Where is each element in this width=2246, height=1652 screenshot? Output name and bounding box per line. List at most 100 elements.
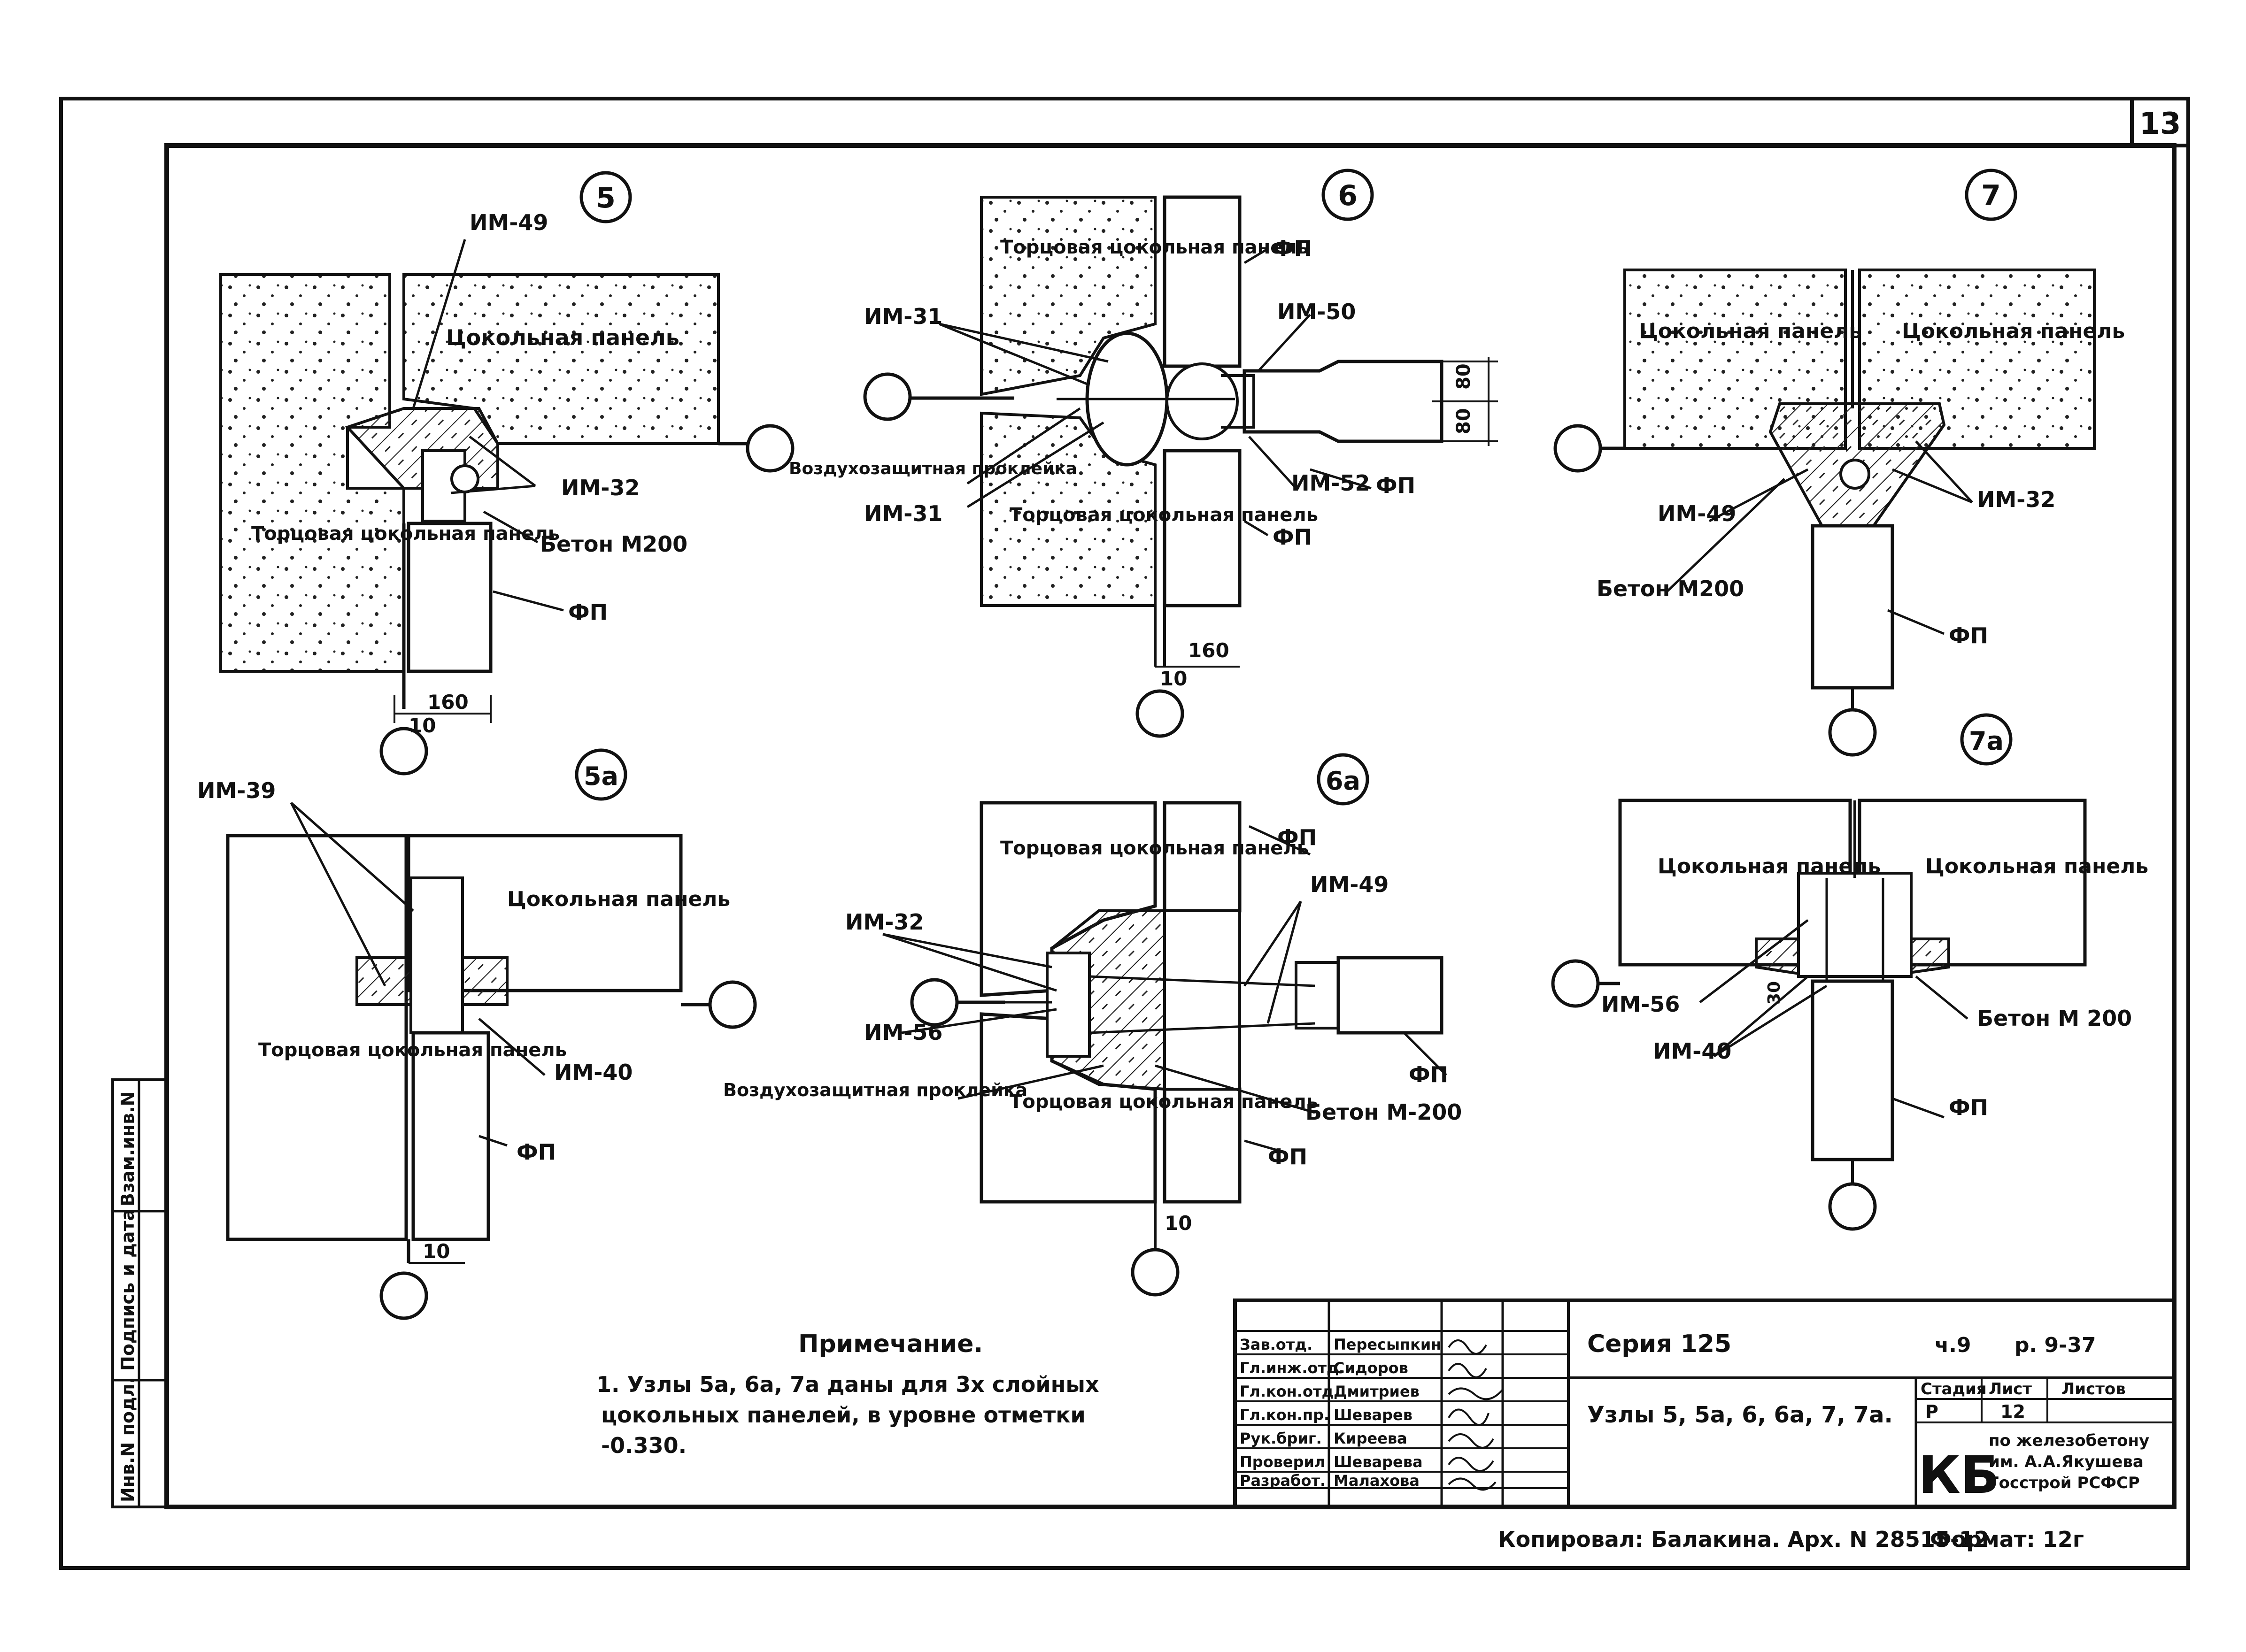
node-7a-fp-label: ФП (1949, 1095, 1988, 1120)
note-line-3: -0.330. (601, 1433, 687, 1458)
node-5-end-panel-label: Торцовая цокольная панель (251, 523, 560, 545)
node-6a-end-panel-top-label: Торцовая цокольная панель (1000, 838, 1309, 859)
node-6-marker (1321, 169, 1374, 221)
node-6-dim-10: 10 (1160, 667, 1187, 690)
node-6-fp-top (1163, 195, 1242, 368)
tb-name-2: Дмитриев (1334, 1383, 1420, 1400)
tb-series: Серия 125 (1587, 1330, 1731, 1358)
node-5-panel-label: Цокольная панель (446, 325, 679, 350)
node-7-im32: ИМ-32 (1977, 487, 2055, 512)
node-6a-callout-circle-bottom (1131, 1248, 1180, 1297)
node-5-callout-circle (746, 424, 795, 473)
node-6-fp-top-label: ФП (1273, 236, 1312, 261)
node-6-fp-bottom-label: ФП (1273, 524, 1312, 550)
node-6a-im32: ИМ-32 (845, 909, 924, 935)
node-6a-air-strip: Воздухозащитная проклейка (723, 1080, 1027, 1100)
tb-signatures (1448, 1339, 1504, 1491)
node-7a-panel-left-label: Цокольная панель (1658, 854, 1881, 878)
node-7-marker (1965, 169, 2017, 221)
node-5-dim-160: 160 (427, 691, 469, 714)
node-7a-dim-30: 30 (1765, 981, 1784, 1005)
node-7-fp-label: ФП (1949, 623, 1988, 648)
node-5a-fp-label: ФП (517, 1139, 556, 1165)
node-6a-im56: ИМ-56 (864, 1020, 942, 1045)
node-5-anchor (450, 464, 479, 493)
node-5a-end-panel-label: Торцовая цокольная панель (258, 1039, 567, 1061)
node-6a-marker-label: 6а (1326, 766, 1360, 796)
node-5-callout-circle-bottom (379, 727, 428, 776)
tb-part: ч.9 (1935, 1333, 1971, 1357)
inner-frame (164, 143, 2177, 1509)
outer-frame (59, 97, 2190, 1570)
node-5-im49: ИМ-49 (470, 210, 548, 235)
tb-org-line-2: Госстрой РСФСР (1989, 1474, 2140, 1492)
sheet-number: 13 (2139, 107, 2181, 141)
node-6-marker-label: 6 (1338, 179, 1358, 212)
node-5a-panel-label: Цокольная панель (507, 887, 730, 911)
node-6a-fp-right-label: ФП (1409, 1062, 1448, 1087)
node-5a-im40: ИМ-40 (554, 1060, 633, 1085)
tb-stage: Р (1925, 1401, 1938, 1422)
tb-name-1: Сидоров (1334, 1359, 1408, 1377)
node-7a-insert (1797, 872, 1913, 978)
node-6a-fp-bottom-label: ФП (1268, 1144, 1307, 1169)
node-6-end-panel-top (980, 196, 1157, 396)
node-7a-panel-right-label: Цокольная панель (1925, 854, 2148, 878)
node-5-marker-label: 5 (596, 182, 616, 215)
node-5-marker (579, 171, 632, 223)
tb-role-0: Зав.отд. (1240, 1336, 1312, 1353)
node-7-fp-panel (1811, 524, 1894, 690)
node-7-anchor (1839, 459, 1870, 490)
node-6-end-panel-top-label: Торцовая цокольная панель (1000, 237, 1309, 258)
node-6-im50: ИМ-50 (1277, 299, 1356, 324)
node-6-fp-right (1243, 360, 1443, 443)
tb-name-3: Шеварев (1334, 1406, 1412, 1424)
tb-name-0: Пересыпкин (1334, 1336, 1441, 1353)
tb-title: Узлы 5, 5а, 6, 6а, 7, 7а. (1587, 1402, 1893, 1428)
node-5: 5 ИМ-49 Цокольная панель ИМ-32 Торцовая … (219, 171, 795, 776)
node-6-im52: ИМ-52 (1291, 470, 1370, 496)
node-7-panel-right-label: Цокольная панель (1902, 319, 2125, 343)
node-7a-marker-label: 7а (1969, 726, 2004, 756)
node-6-im31-bottom: ИМ-31 (864, 501, 942, 526)
note-line-2: цокольных панелей, в уровне отметки (601, 1402, 1086, 1428)
tb-sheet-ref: р. 9-37 (2014, 1333, 2096, 1357)
node-6a-marker (1317, 753, 1369, 806)
node-6a-fp-right (1336, 956, 1443, 1035)
node-6-im31-top: ИМ-31 (864, 304, 942, 329)
node-7a-callout-circle-left (1551, 959, 1600, 1008)
tb-col-stage: Стадия (1921, 1380, 1987, 1398)
stamp-vzam-inv: Взам.инв.N (117, 1091, 138, 1206)
node-6a-end-panel-bottom-label: Торцовая цокольная панель (1010, 1091, 1318, 1113)
node-5a-callout-circle-right (708, 980, 757, 1029)
node-6-end-panel-bottom-label: Торцовая цокольная панель (1010, 504, 1318, 526)
node-6a-fp-top (1163, 801, 1242, 913)
tb-org-line-0: по железобетону (1989, 1431, 2149, 1450)
sheet-number-box (2130, 97, 2190, 147)
node-5a-im39: ИМ-39 (197, 778, 276, 803)
tb-sheet: 12 (2000, 1401, 2025, 1422)
tb-org-mark: КБ (1918, 1445, 2000, 1505)
node-6a-dim-10: 10 (1165, 1212, 1192, 1235)
node-6-air-strip: Воздухозащитная проклейка (789, 459, 1077, 478)
tb-name-6: Малахова (1334, 1472, 1420, 1490)
node-6a-fp-top-label: ФП (1277, 825, 1317, 850)
tb-name-4: Киреева (1334, 1429, 1407, 1447)
node-5-end-panel (219, 273, 405, 673)
node-7-im49: ИМ-49 (1658, 501, 1736, 526)
node-6-fp-bottom (1163, 449, 1242, 607)
node-6a-insert (1046, 952, 1091, 1058)
node-6a: 6а Торцовая цокольная панель ФП ИМ-49 ИМ… (723, 753, 1462, 1297)
tb-col-sheets: Листов (2061, 1380, 2126, 1398)
node-7a-callout-circle-bottom (1828, 1182, 1877, 1231)
stamp-inv-podl: Инв.N подл. (117, 1377, 138, 1502)
node-7a-im40: ИМ-40 (1653, 1038, 1731, 1064)
node-7-panel-left-label: Цокольная панель (1639, 319, 1862, 343)
node-6-fp-right-label: ФП (1376, 473, 1415, 498)
node-6a-im49: ИМ-49 (1310, 872, 1389, 897)
node-5-beton-label: Бетон М200 (540, 531, 687, 557)
node-6-dim-80a: 80 (1453, 363, 1474, 390)
node-7a-marker (1960, 713, 2013, 766)
node-6a-beton-label: Бетон М-200 (1305, 1099, 1462, 1125)
